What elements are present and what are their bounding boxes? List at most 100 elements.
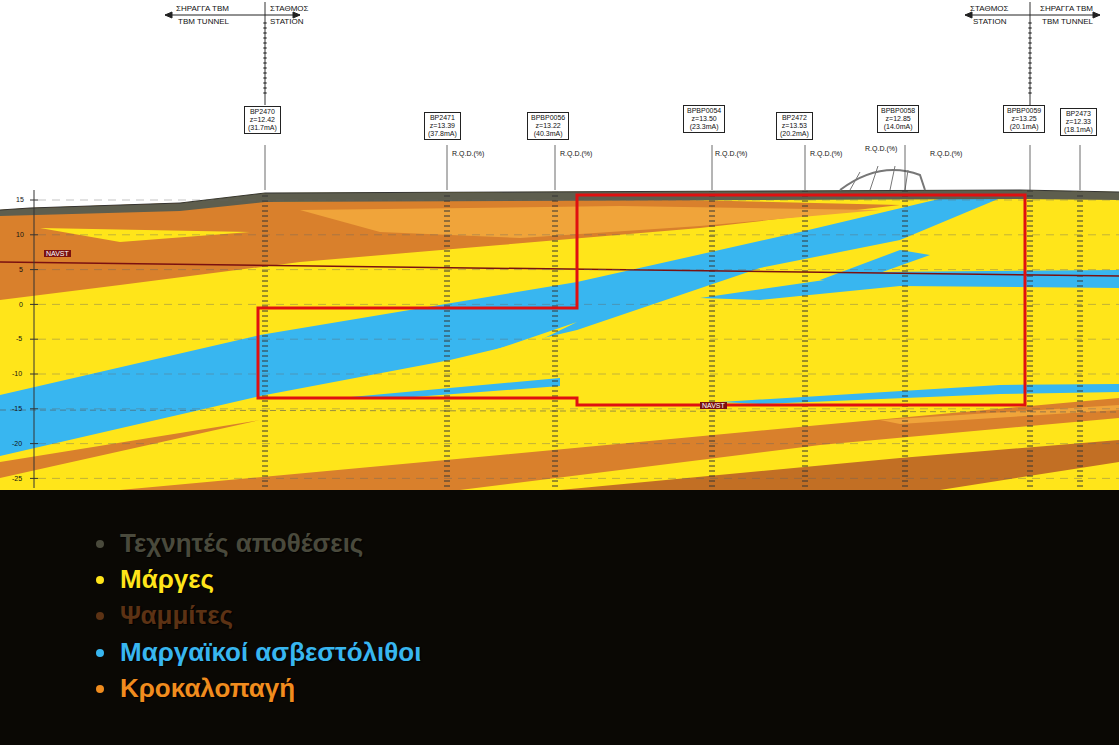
axis-tick — [30, 200, 38, 201]
borehole-text: z=13.53 — [780, 122, 809, 130]
water-level-label: NAVST — [700, 402, 727, 409]
axis-label: -5 — [16, 335, 22, 342]
legend-text: Τεχνητές αποθέσεις — [120, 528, 363, 559]
grid-line — [38, 339, 1119, 340]
borehole-line — [712, 145, 713, 190]
borehole-text: BP2470 — [248, 108, 277, 116]
borehole-log — [902, 185, 908, 490]
axis-tick — [30, 339, 38, 340]
borehole-text: (14.0mA) — [881, 123, 915, 131]
borehole-box: BP2472z=13.53(20.2mA) — [776, 112, 813, 140]
borehole-box: BP2471z=13.39(37.8mA) — [424, 112, 461, 140]
axis-tick — [30, 304, 38, 305]
borehole-text: z=12.42 — [248, 116, 277, 124]
borehole-text: z=12.85 — [881, 115, 915, 123]
axis-tick — [30, 374, 38, 375]
borehole-log — [1077, 185, 1083, 490]
legend-swatch — [96, 649, 104, 657]
rqd-label: R.Q.D.(%) — [452, 150, 484, 157]
borehole-log — [262, 185, 268, 490]
borehole-box: BPBP0054z=13.50(23.3mA) — [683, 105, 725, 133]
axis-label: 10 — [16, 231, 24, 238]
borehole-text: z=13.39 — [428, 122, 457, 130]
borehole-text: z=13.50 — [687, 115, 721, 123]
axis-label: -15 — [12, 405, 22, 412]
section-header: ΣΤΑΘΜΟΣ — [970, 4, 1008, 13]
borehole-text: BPBP0054 — [687, 107, 721, 115]
borehole-text: BPBP0059 — [1007, 107, 1041, 115]
borehole-text: z=12.33 — [1064, 118, 1093, 126]
borehole-line — [905, 145, 906, 190]
borehole-box: BP2473z=12.33(18.1mA) — [1060, 108, 1097, 136]
legend-swatch — [96, 685, 104, 693]
borehole-text: (18.1mA) — [1064, 126, 1093, 134]
borehole-text: (23.3mA) — [687, 123, 721, 131]
legend-text: Μαργαϊκοί ασβεστόλιθοι — [120, 637, 421, 668]
borehole-box: BPBP0056z=13.22(40.3mA) — [527, 112, 569, 140]
axis-label: -10 — [12, 370, 22, 377]
borehole-line — [447, 145, 448, 190]
borehole-line — [1030, 145, 1031, 190]
borehole-text: BP2471 — [428, 114, 457, 122]
axis-label: 15 — [16, 196, 24, 203]
borehole-text: BPBP0056 — [531, 114, 565, 122]
borehole-box: BPBP0059z=13.25(20.1mA) — [1003, 105, 1045, 133]
legend-text: Μάργες — [120, 564, 214, 595]
borehole-box: BP2470z=12.42(31.7mA) — [244, 106, 281, 134]
borehole-text: (20.2mA) — [780, 130, 809, 138]
borehole-log — [1027, 185, 1033, 490]
axis-tick — [30, 408, 38, 409]
borehole-text: z=13.25 — [1007, 115, 1041, 123]
axis-label: -20 — [12, 440, 22, 447]
borehole-text: BP2472 — [780, 114, 809, 122]
legend-entry: Ψαμμίτες — [96, 600, 233, 631]
borehole-text: BP2473 — [1064, 110, 1093, 118]
borehole-text: (20.1mA) — [1007, 123, 1041, 131]
grid-line — [38, 374, 1119, 375]
axis-tick — [30, 443, 38, 444]
borehole-line — [265, 145, 266, 190]
rqd-label: R.Q.D.(%) — [810, 150, 842, 157]
axis-label: 0 — [19, 301, 23, 308]
borehole-text: (37.8mA) — [428, 130, 457, 138]
rqd-label: R.Q.D.(%) — [715, 150, 747, 157]
section-header: TBM TUNNEL — [1042, 17, 1093, 26]
section-header: ΣΗΡΑΓΓΑ TBM — [176, 4, 229, 13]
rqd-label: R.Q.D.(%) — [560, 150, 592, 157]
legend-swatch — [96, 576, 104, 584]
axis-label: 5 — [19, 266, 23, 273]
borehole-log — [552, 185, 558, 490]
section-header: STATION — [973, 17, 1006, 26]
borehole-line — [555, 145, 556, 190]
legend-entry: Τεχνητές αποθέσεις — [96, 528, 363, 559]
borehole-text: z=13.22 — [531, 122, 565, 130]
borehole-box: BPBP0058z=12.85(14.0mA) — [877, 105, 919, 133]
borehole-line — [1080, 145, 1081, 190]
legend-swatch — [96, 612, 104, 620]
water-level-label: NAVST — [44, 250, 71, 257]
borehole-text: (40.3mA) — [531, 130, 565, 138]
section-header: TBM TUNNEL — [178, 17, 229, 26]
grid-line — [38, 408, 1119, 409]
rqd-label: R.Q.D.(%) — [930, 150, 962, 157]
borehole-log — [444, 185, 450, 490]
axis-tick — [30, 478, 38, 479]
borehole-log — [709, 185, 715, 490]
section-header: ΣΗΡΑΓΓΑ TBM — [1040, 4, 1093, 13]
legend-entry: Κροκαλοπαγή — [96, 673, 295, 704]
axis-tick — [30, 269, 38, 270]
legend-text: Κροκαλοπαγή — [120, 673, 295, 704]
section-header: ΣΤΑΘΜΟΣ — [270, 4, 308, 13]
borehole-log — [802, 185, 808, 490]
legend-entry: Μάργες — [96, 564, 214, 595]
axis-tick — [30, 234, 38, 235]
borehole-text: BPBP0058 — [881, 107, 915, 115]
axis-label: -25 — [12, 475, 22, 482]
legend-text: Ψαμμίτες — [120, 600, 233, 631]
borehole-text: (31.7mA) — [248, 124, 277, 132]
legend-swatch — [96, 540, 104, 548]
borehole-line — [805, 145, 806, 190]
rqd-label: R.Q.D.(%) — [865, 145, 897, 152]
grid-line — [38, 478, 1119, 479]
grid-line — [38, 443, 1119, 444]
